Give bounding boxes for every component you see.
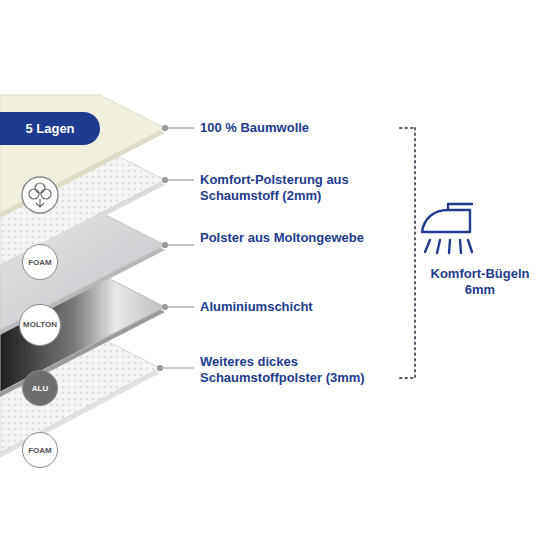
alu-icon: ALU [22, 370, 58, 406]
molton-icon: MOLTON [19, 304, 61, 346]
layer-label: Weiteres dickes Schaumstoffpolster (3mm) [200, 354, 390, 386]
layer-label: Komfort-Polsterung aus Schaumstoff (2mm) [200, 172, 375, 204]
iron-icon [422, 204, 472, 253]
bracket [400, 128, 415, 378]
icon-text: FOAM [28, 258, 52, 267]
thickness-label: Komfort-Bügeln 6mm [425, 266, 535, 298]
cotton-icon [22, 177, 58, 213]
layer-count-pill: 5 Lagen [0, 112, 100, 145]
icon-text: MOLTON [23, 320, 57, 329]
layer-label: 100 % Baumwolle [200, 120, 390, 136]
layer-label: Polster aus Moltongewebe [200, 230, 375, 246]
icon-text: FOAM [28, 446, 52, 455]
layer-label: Aluminiumschicht [200, 299, 390, 315]
foam-icon: FOAM [22, 244, 58, 280]
icon-text: ALU [32, 384, 48, 393]
foam-icon: FOAM [22, 432, 58, 468]
pill-text: 5 Lagen [25, 121, 74, 136]
cotton-layer [0, 95, 165, 218]
leader-lines [158, 126, 195, 371]
